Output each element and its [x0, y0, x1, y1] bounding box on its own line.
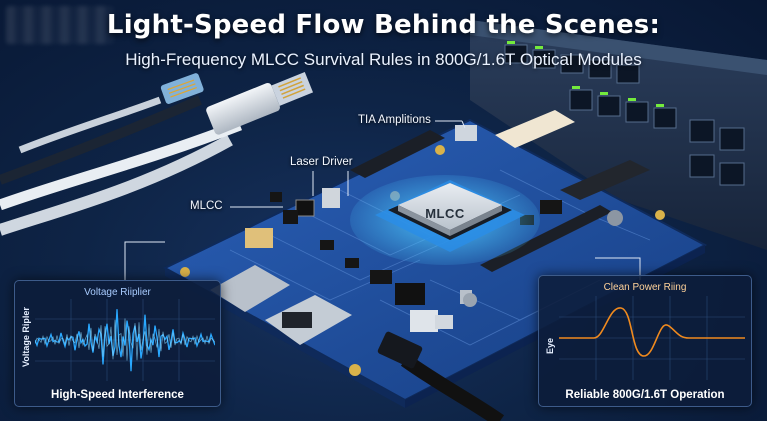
voltage-ripple-caption: High-Speed Interference	[51, 389, 184, 401]
voltage-ripple-title: Voltage Riiplier	[84, 287, 151, 298]
page-title: Light-Speed Flow Behind the Scenes:	[106, 10, 661, 40]
callout-mlcc: MLCC	[190, 200, 223, 212]
clean-power-caption: Reliable 800G/1.6T Operation	[565, 389, 725, 401]
callout-tia-amplifiers: TIA Amplitions	[358, 114, 431, 126]
ethernet-cables	[0, 72, 314, 236]
blurred-watermark	[6, 6, 114, 44]
clean-power-panel: Clean Power Riing Eye Reliable 800G/1.6T…	[538, 275, 752, 407]
page-subtitle: High-Frequency MLCC Survival Rules in 80…	[125, 50, 642, 69]
callout-laser-driver: Laser Driver	[290, 156, 353, 168]
mlcc-chip	[350, 175, 540, 265]
callout-lines	[124, 120, 641, 280]
chip-label: MLCC	[425, 206, 465, 221]
voltage-ripple-ylabel: Voltage Ripler	[21, 307, 31, 367]
voltage-ripple-panel: Voltage Riiplier Voltage Ripler High-Spe…	[14, 280, 221, 407]
clean-power-ylabel: Eye	[545, 337, 555, 354]
voltage-ripple-waveform	[35, 299, 215, 381]
usb-cable	[377, 331, 505, 421]
clean-power-waveform	[559, 296, 745, 380]
clean-power-title: Clean Power Riing	[603, 282, 687, 293]
network-switch	[470, 20, 767, 250]
